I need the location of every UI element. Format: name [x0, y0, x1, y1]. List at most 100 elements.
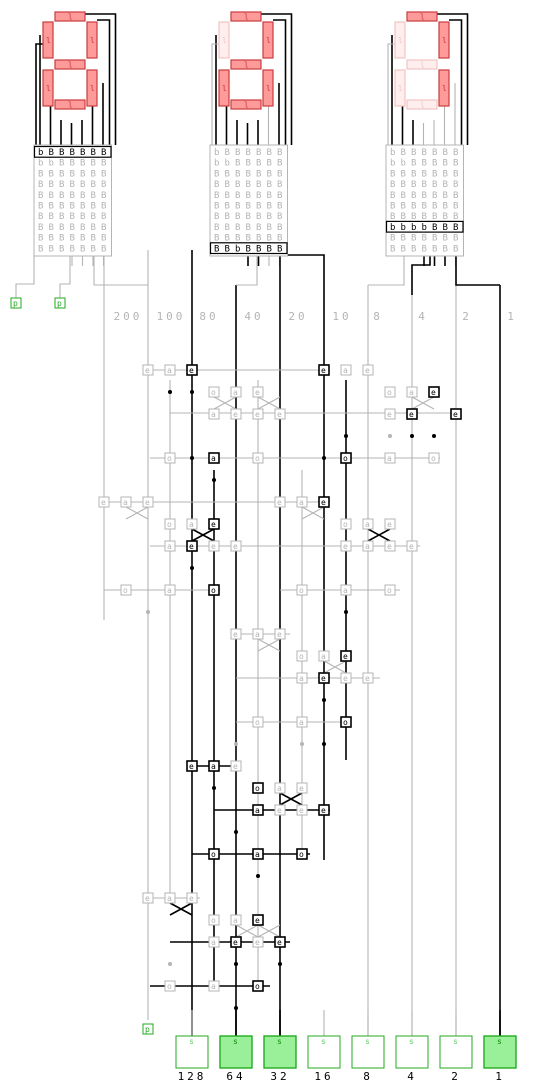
rom-bit: B — [411, 212, 416, 222]
gate-box — [208, 540, 220, 552]
gate-label: e — [211, 542, 216, 551]
probe — [142, 1023, 154, 1035]
gate-box — [274, 496, 286, 508]
input-switch-4[interactable]: s4 — [395, 1035, 429, 1083]
rom-bit: B — [277, 180, 282, 190]
rom-bit: B — [432, 202, 437, 212]
gate-label: e — [387, 542, 392, 551]
gate-e: e — [340, 672, 352, 684]
rom-bit: B — [256, 148, 261, 158]
rom-bit: B — [443, 244, 448, 254]
rom-bit: b — [38, 159, 43, 169]
rom-bit: B — [91, 202, 96, 212]
gate-box — [164, 364, 176, 376]
segment-lamp: l — [244, 101, 249, 110]
rom-bit: B — [453, 234, 458, 244]
input-switch-32[interactable]: s32 — [263, 1035, 297, 1083]
rom-bit: B — [235, 234, 240, 244]
rom-bit: B — [225, 202, 230, 212]
rom-bit: B — [267, 202, 272, 212]
gate-box — [208, 980, 220, 992]
switch-glyph: s — [233, 1037, 238, 1046]
switch-box[interactable] — [439, 1035, 473, 1069]
gate-e: e — [296, 804, 308, 816]
segment-lamp: l — [222, 84, 227, 93]
gate-label: e — [277, 938, 282, 947]
rom-bit: B — [91, 223, 96, 233]
gate-a: a — [252, 628, 264, 640]
input-switch-8[interactable]: s8 — [351, 1035, 385, 1083]
rom-bit: B — [101, 223, 106, 233]
cross-wire — [235, 924, 259, 938]
rom-bit: B — [91, 180, 96, 190]
input-switch-2[interactable]: s2 — [439, 1035, 473, 1083]
switch-box[interactable] — [483, 1035, 517, 1069]
gate-box — [120, 584, 132, 596]
gate-o: o — [384, 386, 396, 398]
rom-bit: B — [235, 148, 240, 158]
gate-box — [252, 980, 264, 992]
rom-bit: B — [38, 234, 43, 244]
rom-bit: B — [235, 212, 240, 222]
switch-box[interactable] — [175, 1035, 209, 1069]
probe — [10, 297, 22, 309]
rom-bit: B — [432, 234, 437, 244]
segment-f — [218, 21, 230, 59]
segment-lamp: l — [90, 36, 95, 45]
gate-box — [406, 540, 418, 552]
place-value-label: 100 — [157, 310, 186, 323]
rom-bit: B — [277, 169, 282, 179]
switch-box[interactable] — [219, 1035, 253, 1069]
gate-box — [384, 540, 396, 552]
segment-wire — [261, 13, 293, 145]
segment-c — [438, 69, 450, 107]
input-switch-16[interactable]: s16 — [307, 1035, 341, 1083]
rom-active-row — [385, 220, 464, 233]
rom-bit: B — [101, 234, 106, 244]
rom-bit: B — [401, 244, 406, 254]
input-switch-1[interactable]: s1 — [483, 1035, 517, 1083]
probe-label: p — [145, 1025, 150, 1034]
rom-bit: B — [225, 223, 230, 233]
rom-bit: B — [70, 180, 75, 190]
segment-lamp: l — [244, 61, 249, 70]
rom-bit: B — [432, 169, 437, 179]
rom-bit: B — [432, 148, 437, 158]
segment-c — [262, 69, 274, 107]
gate-box — [252, 386, 264, 398]
rom-bit: B — [267, 191, 272, 201]
rom-bit: B — [101, 212, 106, 222]
gate-label: o — [255, 454, 260, 463]
rom-bit: B — [225, 180, 230, 190]
input-switch-64[interactable]: s64 — [219, 1035, 253, 1083]
gate-label: e — [299, 784, 304, 793]
gate-label: e — [277, 410, 282, 419]
rom-bit: B — [267, 159, 272, 169]
gate-label: e — [431, 388, 436, 397]
gate-box — [252, 848, 264, 860]
gate-box — [384, 408, 396, 420]
gate-box — [98, 496, 110, 508]
gate-o: o — [252, 716, 264, 728]
gate-e: e — [274, 408, 286, 420]
probe-label: p — [13, 299, 18, 308]
rom-bit: b — [235, 244, 240, 254]
rom-bit: B — [422, 234, 427, 244]
gate-box — [362, 364, 374, 376]
rom-bit: B — [443, 212, 448, 222]
rom-bit: B — [49, 212, 54, 222]
gate-e: e — [186, 364, 198, 376]
gate-label: o — [387, 388, 392, 397]
switch-box[interactable] — [395, 1035, 429, 1069]
gate-e: e — [274, 496, 286, 508]
gate-e: e — [274, 804, 286, 816]
switch-box[interactable] — [263, 1035, 297, 1069]
rom-bit: B — [49, 191, 54, 201]
rom-bit: B — [214, 180, 219, 190]
rom-bit: B — [411, 180, 416, 190]
rom-bit: B — [91, 159, 96, 169]
switch-box[interactable] — [307, 1035, 341, 1069]
switch-box[interactable] — [351, 1035, 385, 1069]
